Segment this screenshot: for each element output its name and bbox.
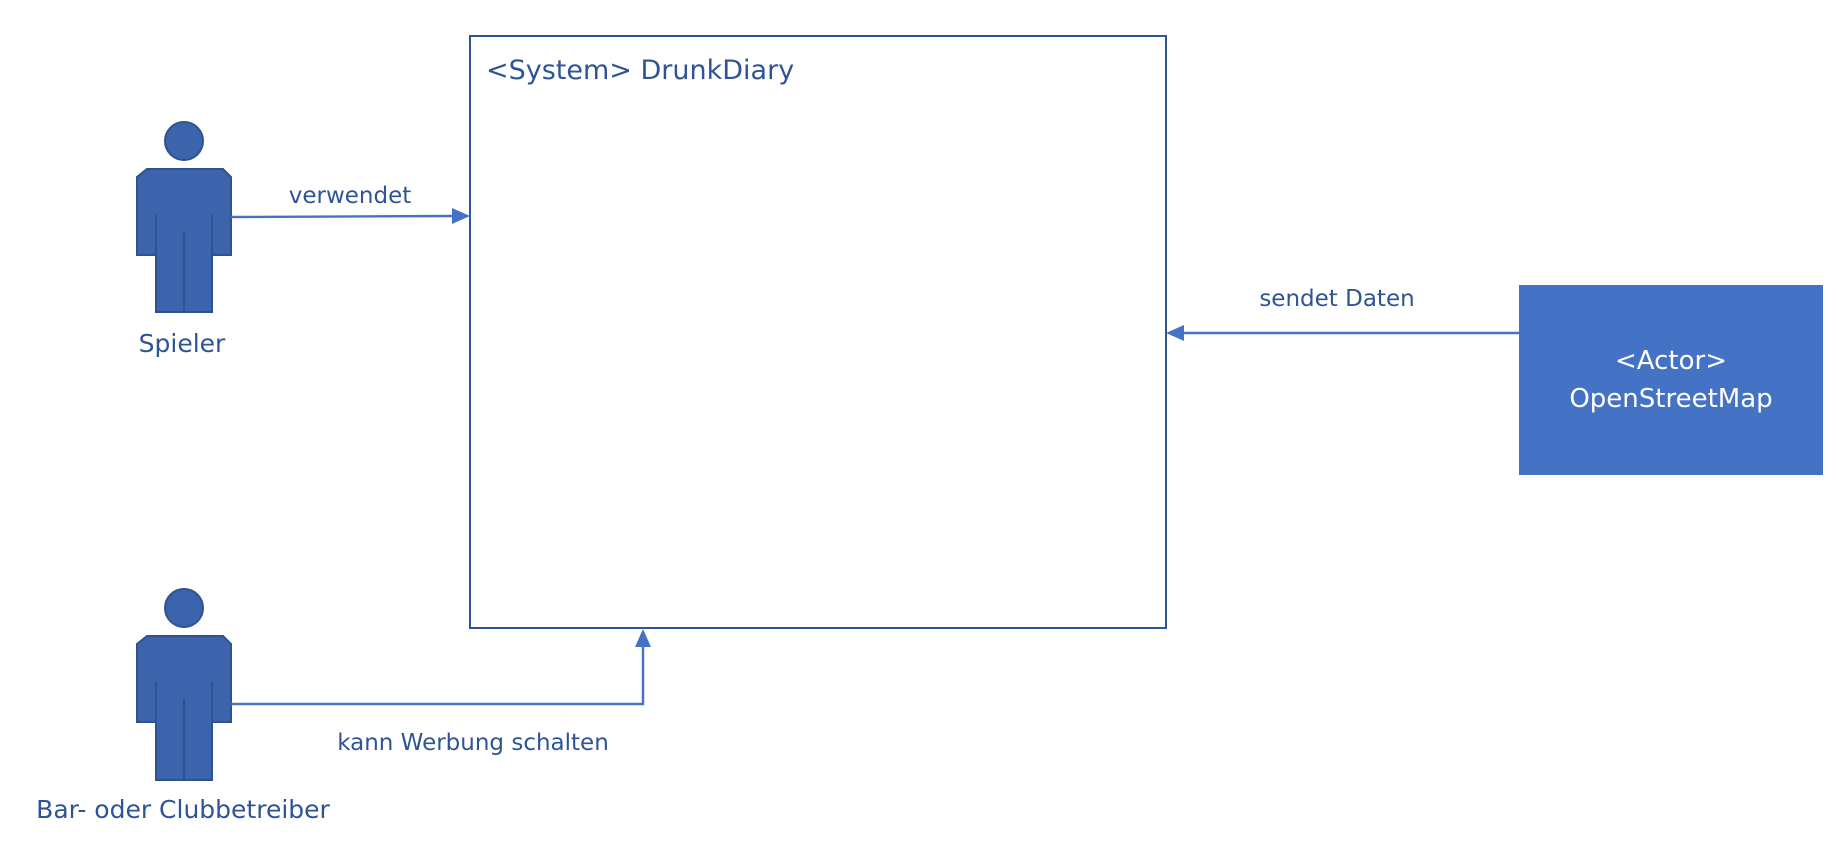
actor-player[interactable]: Spieler (136, 121, 232, 358)
actor-label-player: Spieler (139, 329, 226, 358)
connection-uses[interactable]: verwendet (230, 183, 470, 224)
connection-label-sends-data: sendet Daten (1259, 286, 1414, 312)
external-actor-stereotype: <Actor> (1615, 346, 1727, 376)
actor-label-bar-owner: Bar- oder Clubbetreiber (36, 795, 330, 824)
connection-label-uses: verwendet (289, 183, 412, 209)
external-actor-name: OpenStreetMap (1569, 384, 1772, 414)
actor-bar-owner[interactable]: Bar- oder Clubbetreiber (36, 588, 331, 824)
external-actor-box[interactable] (1519, 285, 1823, 475)
stick-figure-icon (136, 121, 232, 313)
system-boundary[interactable]: <System> DrunkDiary (469, 35, 1167, 629)
connection-advertise[interactable]: kann Werbung schalten (231, 629, 651, 756)
connector-line[interactable] (231, 645, 645, 706)
connector-line[interactable] (230, 214, 455, 219)
arrowhead-icon (1166, 325, 1184, 341)
arrowhead-icon (635, 629, 651, 647)
system-box[interactable] (469, 35, 1167, 629)
connection-sends-data[interactable]: sendet Daten (1166, 286, 1519, 341)
connection-label-advertise: kann Werbung schalten (337, 730, 609, 756)
arrowhead-icon (452, 208, 470, 224)
system-title: <System> DrunkDiary (486, 55, 794, 86)
stick-figure-icon (136, 588, 232, 781)
actor-openstreetmap[interactable]: <Actor> OpenStreetMap (1519, 285, 1823, 475)
